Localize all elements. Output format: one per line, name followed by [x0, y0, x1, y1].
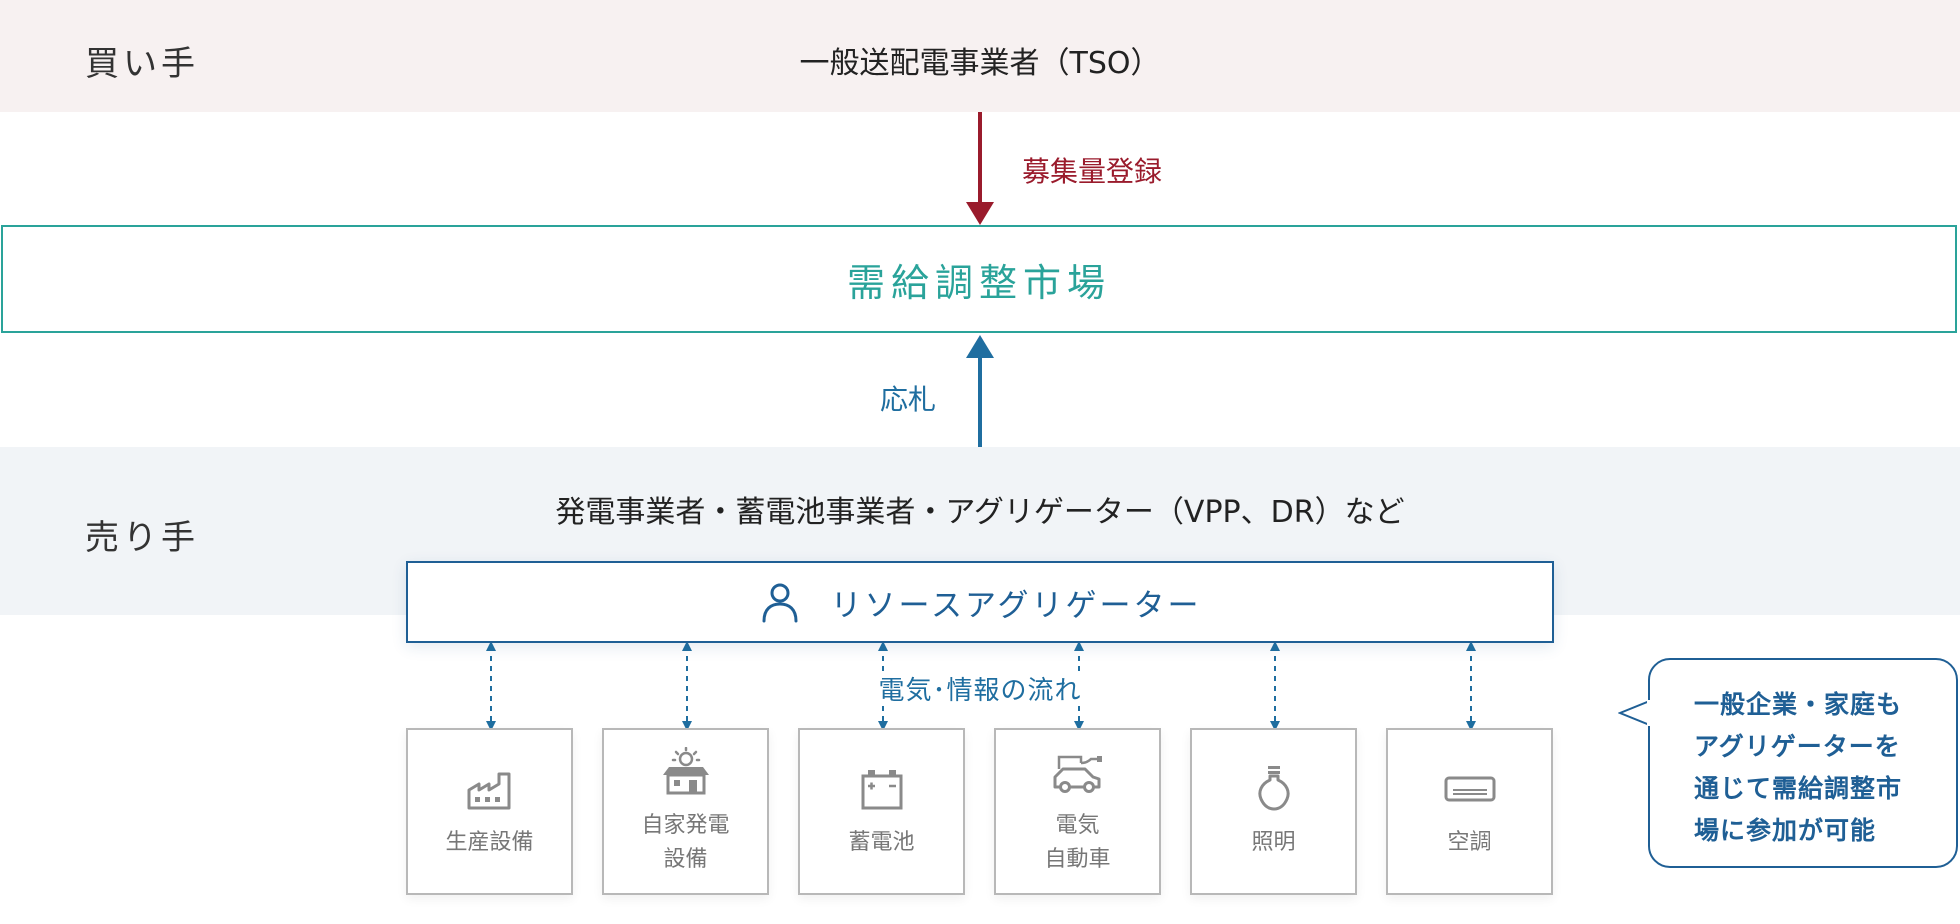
callout-text: 一般企業・家庭も アグリゲーターを 通じて需給調整市 場に参加が可能: [1694, 690, 1903, 845]
flow-label: 電気･情報の流れ: [876, 676, 1084, 706]
callout-tail: [1618, 699, 1652, 727]
callout-tail-joint: [1647, 700, 1652, 726]
solar-house-icon: [662, 746, 709, 794]
device-label: 空調: [1447, 829, 1492, 855]
air-conditioner-icon: [1444, 776, 1495, 801]
market-title: 需給調整市場: [846, 260, 1111, 305]
person-icon: [762, 583, 798, 623]
device-air-conditioning: 空調: [1386, 728, 1553, 895]
device-label: 照明: [1251, 829, 1296, 855]
bid-arrow: [966, 335, 994, 447]
factory-icon: [467, 772, 510, 809]
aggregator-title: リソースアグリゲーター: [830, 587, 1202, 624]
seller-name: 発電事業者・蓄電池事業者・アグリゲーター（VPP、DR）など: [555, 495, 1405, 530]
aggregator-box: リソースアグリゲーター: [406, 561, 1554, 643]
device-electric-vehicle: 電気 自動車: [994, 728, 1161, 895]
device-lighting: 照明: [1190, 728, 1357, 895]
device-label: 電気 自動車: [1044, 812, 1111, 872]
bid-label: 応札: [880, 383, 937, 416]
buyer-name: 一般送配電事業者（TSO）: [799, 46, 1161, 81]
device-label: 生産設備: [445, 829, 534, 855]
device-self-generation: 自家発電 設備: [602, 728, 769, 895]
device-production-equipment: 生産設備: [406, 728, 573, 895]
device-label: 蓄電池: [848, 829, 915, 855]
callout-box: 一般企業・家庭も アグリゲーターを 通じて需給調整市 場に参加が可能: [1648, 658, 1958, 868]
electric-car-icon: [1053, 755, 1102, 793]
flow-label-wrap: 電気･情報の流れ: [0, 670, 1960, 707]
seller-label: 売り手: [85, 518, 199, 558]
device-label: 自家発電 設備: [641, 812, 730, 872]
market-box: 需給調整市場: [1, 225, 1957, 333]
light-bulb-icon: [1257, 765, 1290, 810]
device-storage-battery: 蓄電池: [798, 728, 965, 895]
register-arrow: [966, 112, 994, 225]
buyer-label: 買い手: [85, 44, 199, 84]
battery-icon: [861, 769, 902, 809]
buyer-band: [0, 0, 1960, 112]
register-label: 募集量登録: [1022, 155, 1163, 188]
